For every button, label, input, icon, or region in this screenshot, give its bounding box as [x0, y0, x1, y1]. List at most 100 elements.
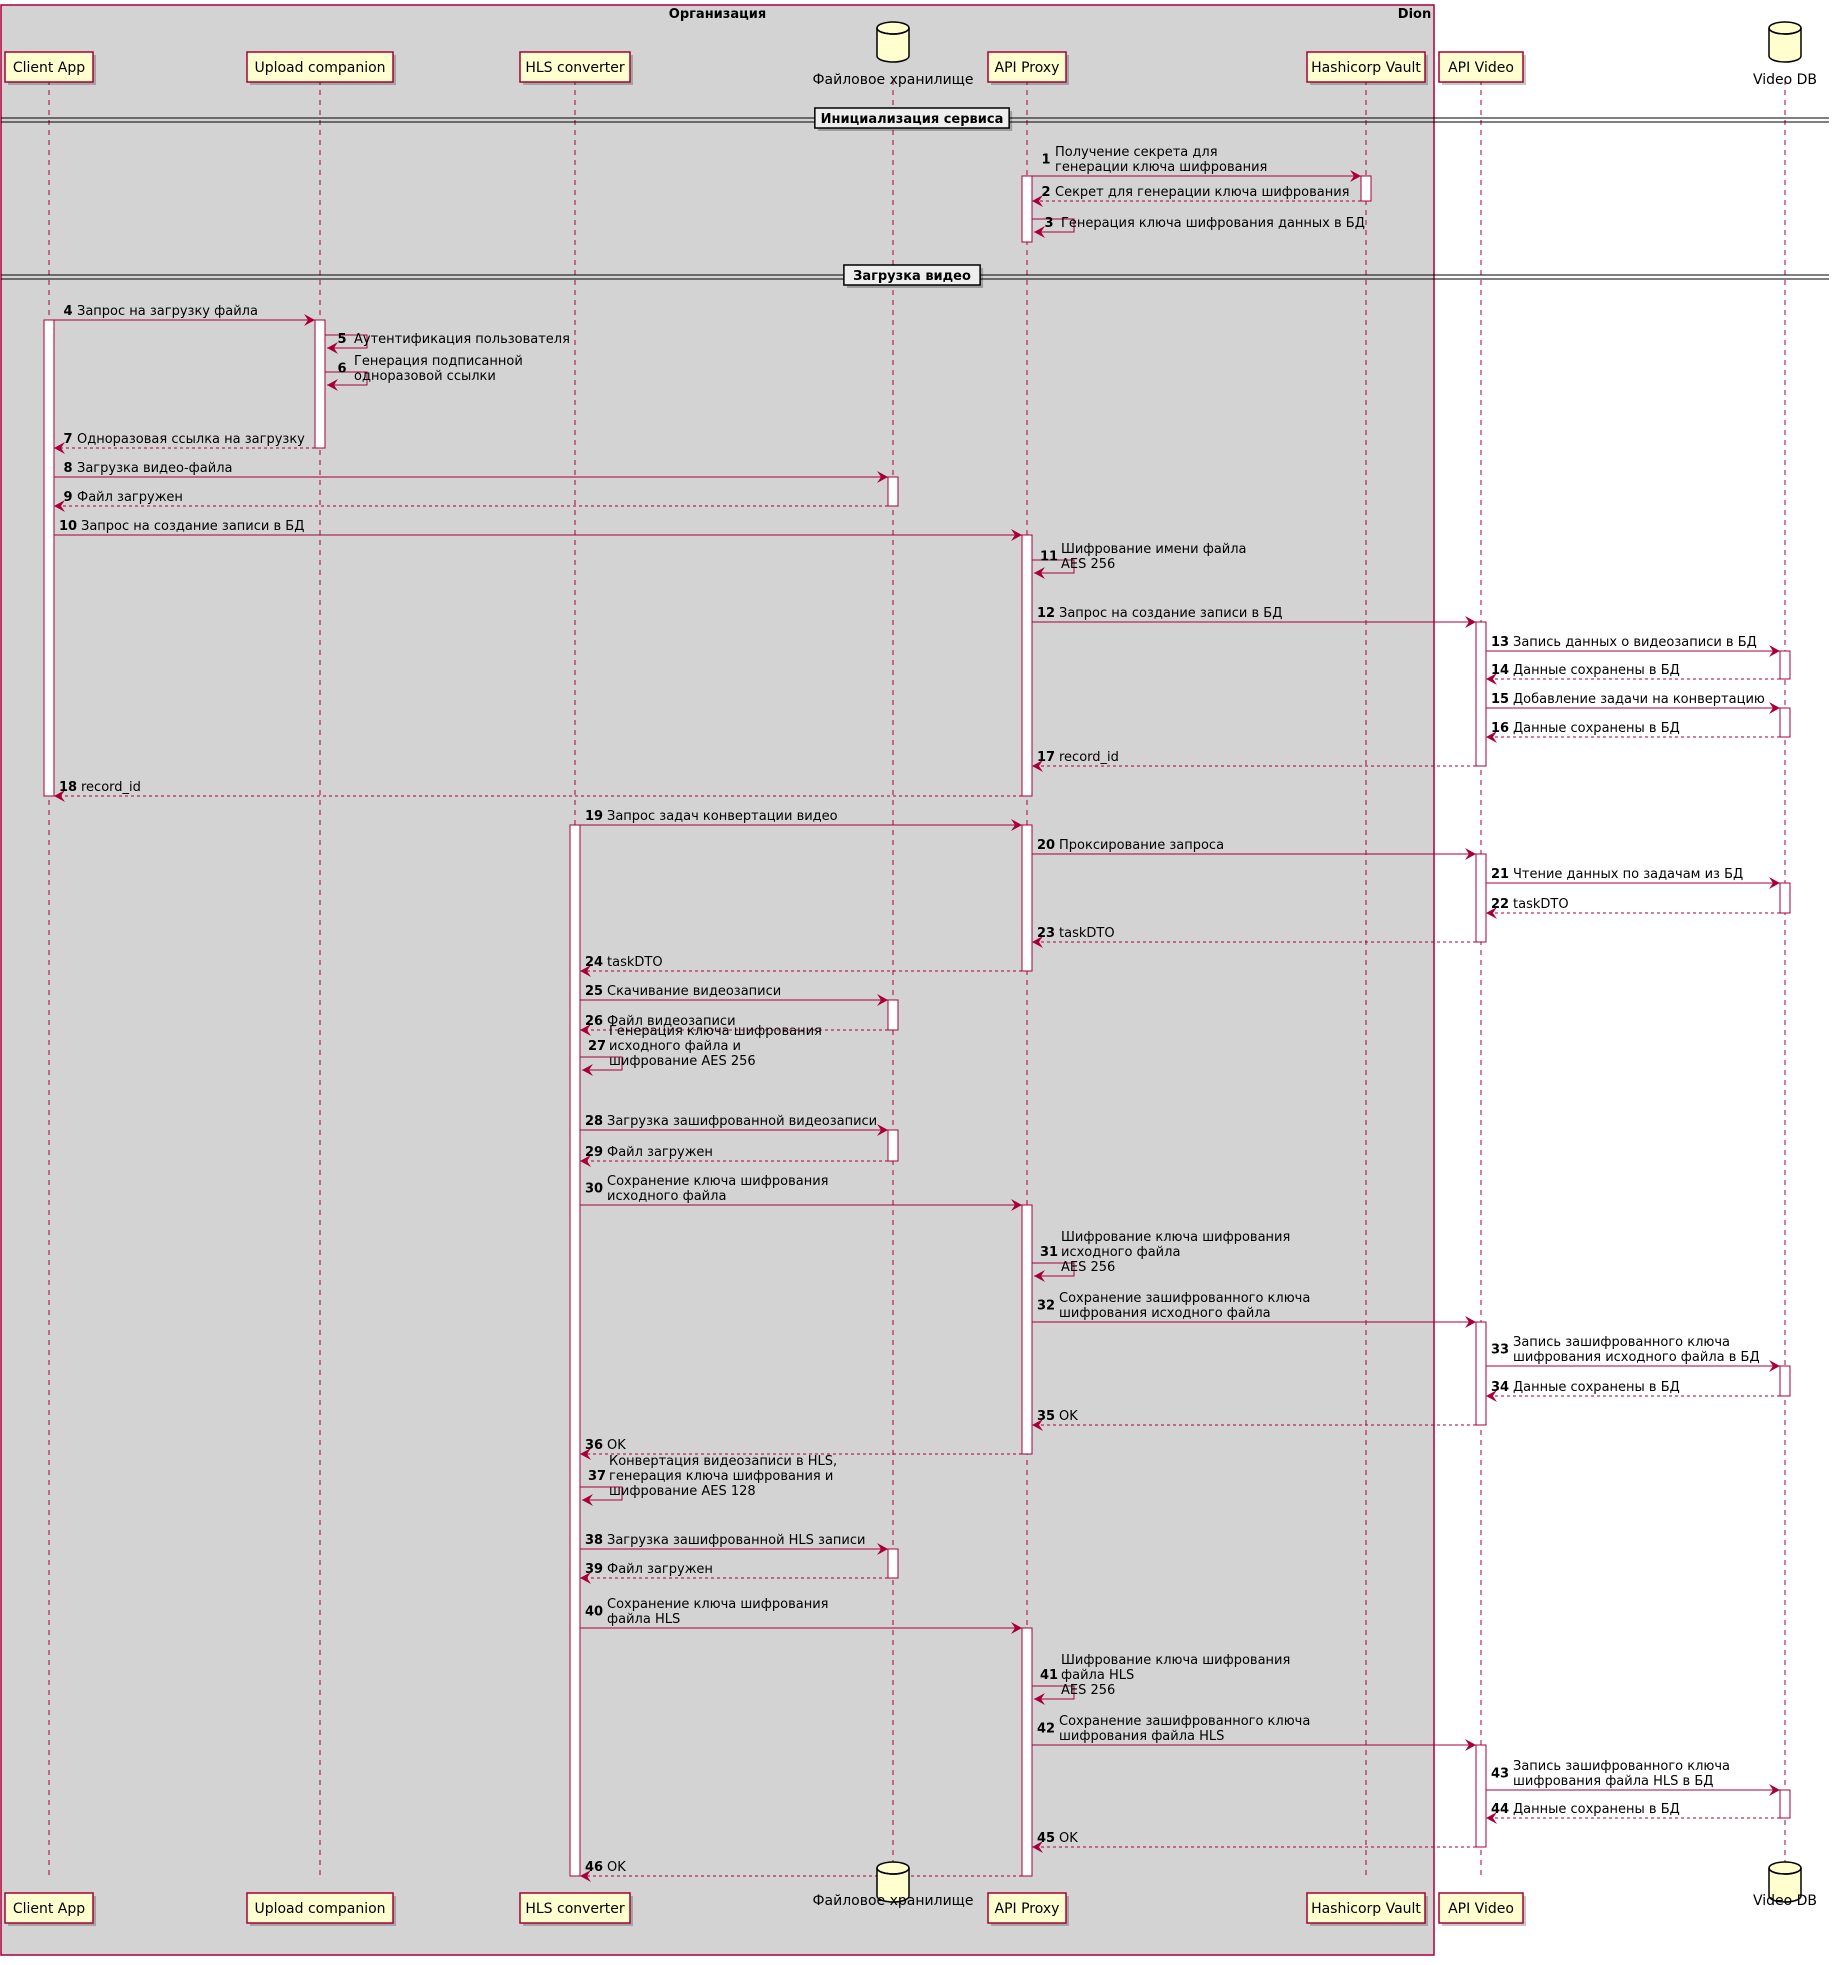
message-label: Запрос задач конвертации видео: [607, 809, 838, 824]
activation-bar-proxy: [1021, 824, 1033, 972]
participant-upload-top: Upload companion: [246, 51, 396, 85]
message-label: Запрос на загрузку файла: [77, 304, 258, 319]
message-label: Загрузка зашифрованной HLS записи: [607, 1533, 865, 1548]
message-label: Конвертация видеозаписи в HLS,: [609, 1454, 837, 1469]
message-label: Загрузка зашифрованной видеозаписи: [607, 1114, 877, 1129]
participant-label: Hashicorp Vault: [1311, 60, 1421, 76]
message-10: 10 Запрос на создание записи в БД: [54, 519, 1022, 541]
participant-label: Upload companion: [254, 1901, 385, 1917]
activation-bar-apivideo: [1475, 853, 1487, 943]
message-number: 44: [1491, 1802, 1509, 1817]
activation-bars: [43, 175, 1791, 1877]
activation-bar-videodb: [1779, 650, 1791, 680]
message-number: 8: [63, 461, 72, 476]
message-number: 19: [585, 809, 603, 824]
activation-bar-fs: [887, 1548, 899, 1579]
message-number: 10: [59, 519, 77, 534]
participant-vault-top: Hashicorp Vault: [1306, 51, 1428, 85]
message-label: Секрет для генерации ключа шифрования: [1055, 185, 1350, 200]
activation-bar-fs: [887, 999, 899, 1031]
group-box-org: Организация: [0, 4, 1435, 1956]
participant-label: Video DB: [1753, 72, 1817, 88]
message-number: 36: [585, 1438, 603, 1453]
participant-videodb-top: Video DB: [1753, 21, 1817, 88]
message-number: 12: [1037, 606, 1055, 621]
participant-label: API Video: [1448, 60, 1514, 76]
message-number: 16: [1491, 721, 1509, 736]
message-label: taskDTO: [1513, 897, 1569, 912]
message-label: Файл загружен: [77, 490, 183, 505]
participant-label: HLS converter: [525, 1901, 625, 1917]
message-label: шифрования файла HLS в БД: [1513, 1774, 1713, 1789]
divider-label: Загрузка видео: [853, 269, 971, 284]
message-label: Добавление задачи на конвертацию: [1513, 692, 1765, 707]
message-label: генерация ключа шифрования и: [609, 1469, 833, 1484]
message-label: Сохранение зашифрованного ключа: [1059, 1714, 1310, 1729]
message-label: Данные сохранены в БД: [1513, 721, 1680, 736]
participant-proxy-top: API Proxy: [987, 51, 1069, 85]
message-label: Чтение данных по задачам из БД: [1513, 867, 1743, 882]
message-number: 15: [1491, 692, 1509, 707]
message-label: AES 256: [1061, 1683, 1115, 1698]
activation-bar-apivideo: [1475, 621, 1487, 767]
message-label: Сохранение зашифрованного ключа: [1059, 1291, 1310, 1306]
participant-client-bottom: Client App: [4, 1892, 96, 1926]
message-number: 35: [1037, 1409, 1055, 1424]
message-label: шифрование AES 256: [609, 1054, 756, 1069]
message-label: исходного файла: [607, 1189, 726, 1204]
activation-bar-hls: [569, 824, 581, 1877]
participant-hls-top: HLS converter: [519, 51, 633, 85]
participant-vault-bottom: Hashicorp Vault: [1306, 1892, 1428, 1926]
activation-bar-fs: [887, 1129, 899, 1162]
message-label: record_id: [81, 780, 141, 795]
message-number: 21: [1491, 867, 1509, 882]
message-number: 31: [1040, 1245, 1058, 1260]
message-16: 16 Данные сохранены в БД: [1486, 721, 1780, 743]
message-label: Сохранение ключа шифрования: [607, 1597, 828, 1612]
message-label: одноразовой ссылки: [354, 369, 496, 384]
message-label: Одноразовая ссылка на загрузку: [77, 432, 305, 447]
message-label: шифрования исходного файла: [1059, 1306, 1271, 1321]
message-label: Запрос на создание записи в БД: [81, 519, 304, 534]
message-number: 4: [63, 304, 72, 319]
message-label: Скачивание видеозаписи: [607, 984, 781, 999]
message-label: Файл видеозаписи: [607, 1014, 736, 1029]
activation-bar-videodb: [1779, 1789, 1791, 1819]
participant-label: Файловое хранилище: [813, 1893, 974, 1909]
message-label: Сохранение ключа шифрования: [607, 1174, 828, 1189]
activation-bar-videodb: [1779, 882, 1791, 914]
message-number: 22: [1491, 897, 1509, 912]
participant-fs-top: Файловое хранилище: [813, 21, 973, 88]
activation-bar-upload: [314, 319, 326, 449]
group-box-title: Организация: [669, 7, 766, 22]
message-number: 5: [337, 332, 346, 347]
message-label: OK: [607, 1860, 626, 1875]
message-number: 27: [588, 1039, 606, 1054]
message-number: 24: [585, 955, 603, 970]
message-number: 34: [1491, 1380, 1509, 1395]
message-label: шифрования исходного файла в БД: [1513, 1350, 1760, 1365]
group-box-title: Dion: [1398, 7, 1431, 22]
message-number: 46: [585, 1860, 603, 1875]
message-number: 18: [59, 780, 77, 795]
message-number: 17: [1037, 750, 1055, 765]
participant-label: Hashicorp Vault: [1311, 1901, 1421, 1917]
message-number: 9: [63, 490, 72, 505]
